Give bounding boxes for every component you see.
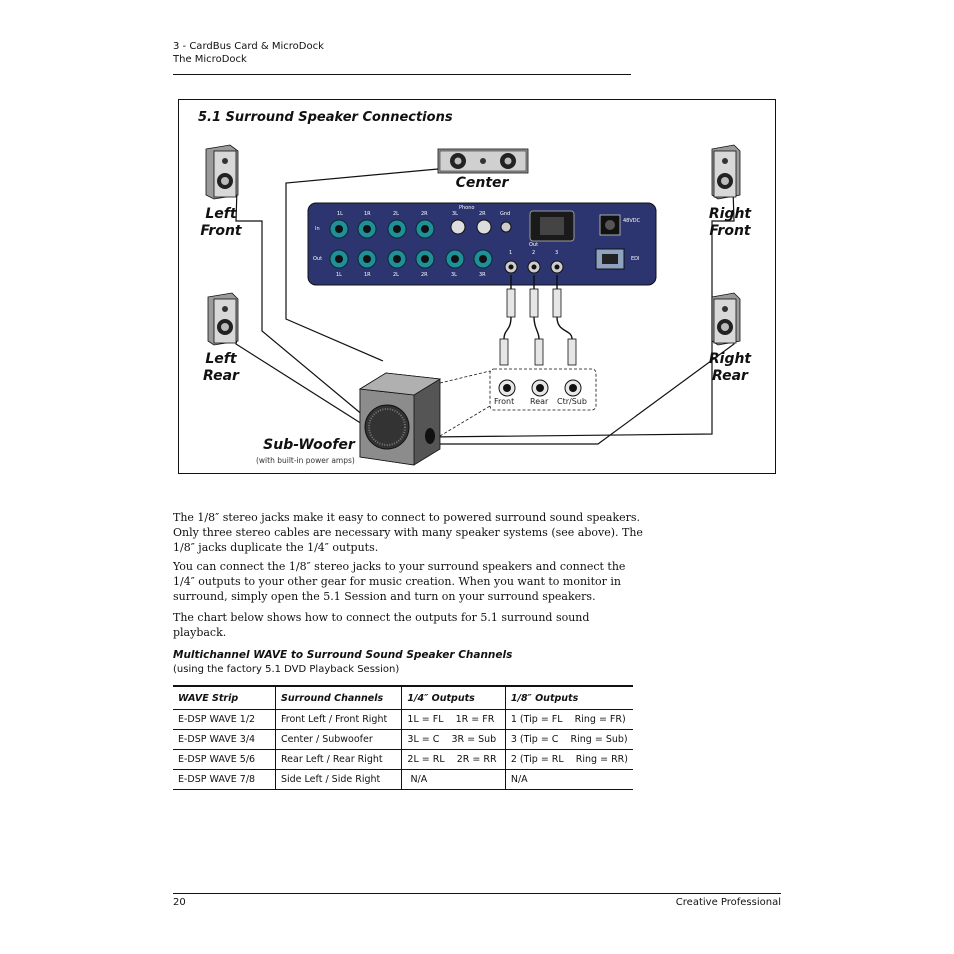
connection-diagram: [205, 144, 741, 466]
table-cell: 1 (Tip = FL Ring = FR): [504, 709, 633, 730]
table-cell: 1L = FL 1R = FR: [401, 709, 506, 730]
label-subwoofer-note: (with built-in power amps): [256, 456, 355, 465]
label-center: Center: [455, 175, 509, 191]
dock-label-out: Out: [313, 256, 323, 262]
table-header: 1/8″ Outputs: [504, 685, 633, 710]
subwoofer-icon: [358, 372, 442, 466]
dock-label-2l-top: 2L: [393, 211, 399, 217]
table-cell: E-DSP WAVE 5/6: [173, 749, 276, 770]
table-subtitle: (using the factory 5.1 DVD Playback Sess…: [173, 664, 400, 675]
dock-label-3l-bottom: 3L: [451, 272, 457, 278]
table-cell: 3L = C 3R = Sub: [401, 729, 506, 750]
footer-brand: Creative Professional: [675, 897, 781, 908]
paragraph-3: The chart below shows how to connect the…: [173, 611, 590, 639]
dock-label-2r-top: 2R: [421, 211, 428, 217]
dock-label-out-3: 3: [555, 250, 559, 256]
header-rule: [173, 74, 631, 75]
dock-label-out-2: 2: [532, 250, 536, 256]
left-front-speaker-icon: [205, 144, 239, 200]
figure-title: 5.1 Surround Speaker Connections: [198, 110, 453, 125]
table-cell: Rear Left / Rear Right: [274, 749, 402, 770]
running-header: 3 - CardBus Card & MicroDock The MicroDo…: [173, 40, 324, 66]
table-header: 1/4″ Outputs: [401, 685, 506, 710]
center-speaker-icon: [437, 148, 529, 174]
dock-label-out-mini: Out: [529, 242, 539, 248]
sub-input-front: Front: [494, 397, 515, 406]
paragraph-1: The 1/8″ stereo jacks make it easy to co…: [173, 511, 643, 554]
dock-label-in: In: [315, 226, 320, 232]
table-cell: N/A: [504, 769, 633, 790]
dock-label-1l-top: 1L: [337, 211, 343, 217]
table-cell: 2L = RL 2R = RR: [401, 749, 506, 770]
table-row: E-DSP WAVE 1/2 Front Left / Front Right …: [173, 709, 633, 730]
table-row: E-DSP WAVE 5/6 Rear Left / Rear Right 2L…: [173, 749, 633, 770]
header-section: The MicroDock: [173, 54, 247, 65]
subwoofer-input-jacks: [498, 379, 582, 397]
page-number: 20: [173, 897, 186, 908]
label-subwoofer: Sub-Woofer: [263, 437, 355, 453]
header-chapter: 3 - CardBus Card & MicroDock: [173, 41, 324, 52]
footer-rule: [173, 893, 781, 894]
dock-label-3l-top: 3L: [452, 211, 458, 217]
table-cell: E-DSP WAVE 7/8: [173, 769, 276, 790]
sub-input-ctr-sub: Ctr/Sub: [557, 397, 587, 406]
dock-label-edi: EDI: [631, 256, 640, 262]
table-header-row: WAVE Strip Surround Channels 1/4″ Output…: [173, 685, 633, 710]
microdock-panel: [307, 202, 657, 286]
dock-label-2r-top-phono: 2R: [479, 211, 486, 217]
paragraph-2: You can connect the 1/8″ stereo jacks to…: [173, 560, 626, 603]
table-row: E-DSP WAVE 3/4 Center / Subwoofer 3L = C…: [173, 729, 633, 750]
table-cell: 2 (Tip = RL Ring = RR): [504, 749, 633, 770]
dock-label-3r-bottom: 3R: [479, 272, 486, 278]
table-cell: Front Left / Front Right: [274, 709, 402, 730]
dock-label-phono: Phono: [459, 205, 475, 211]
figure-frame: [178, 99, 776, 474]
dock-label-2l-bottom: 2L: [393, 272, 399, 278]
surround-channel-table: WAVE Strip Surround Channels 1/4″ Output…: [173, 685, 633, 790]
table-title: Multichannel WAVE to Surround Sound Spea…: [173, 649, 513, 661]
left-rear-speaker-icon: [207, 292, 239, 346]
sub-input-rear: Rear: [530, 397, 549, 406]
right-rear-speaker-icon: [711, 292, 741, 346]
dock-label-power: 48VDC: [623, 218, 641, 224]
right-front-speaker-icon: [711, 144, 741, 200]
dock-label-1l-bottom: 1L: [336, 272, 342, 278]
table-cell: E-DSP WAVE 1/2: [173, 709, 276, 730]
table-cell: Side Left / Side Right: [274, 769, 402, 790]
table-cell: N/A: [401, 769, 506, 790]
table-cell: Center / Subwoofer: [274, 729, 402, 750]
table-header: Surround Channels: [274, 685, 402, 710]
dock-label-1r-top: 1R: [364, 211, 371, 217]
table-cell: 3 (Tip = C Ring = Sub): [504, 729, 633, 750]
table-header: WAVE Strip: [173, 685, 276, 710]
dock-label-2r-bottom: 2R: [421, 272, 428, 278]
table-row: E-DSP WAVE 7/8 Side Left / Side Right N/…: [173, 769, 633, 790]
dock-label-out-1: 1: [509, 250, 513, 256]
dock-label-1r-bottom: 1R: [364, 272, 371, 278]
dock-label-gnd: Gnd: [500, 211, 511, 217]
table-cell: E-DSP WAVE 3/4: [173, 729, 276, 750]
